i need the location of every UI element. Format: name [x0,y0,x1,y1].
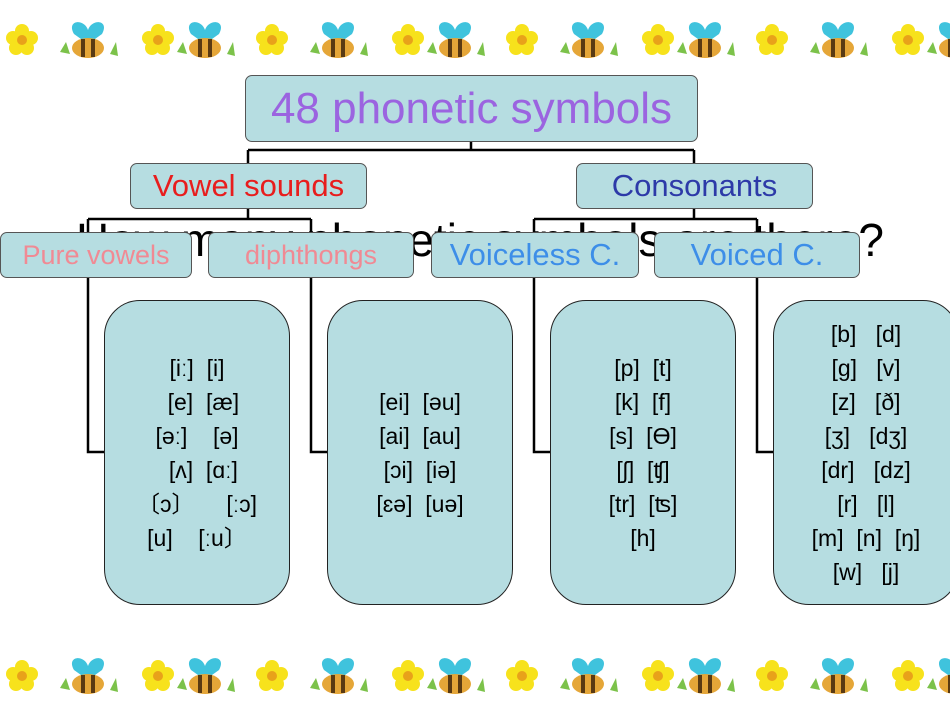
symbol-row: [h] [630,524,656,551]
pure-vowels-symbols-box: [iː] [i] [e] [æ] [əː] [ə] [ʌ] [ɑː] 〔ɔ〕 [… [104,300,290,605]
flower-icon [142,24,174,55]
root-label: 48 phonetic symbols [270,83,673,133]
top-decorative-border [6,22,950,58]
symbol-row: [ɛə] [uə] [376,490,464,517]
voiced-consonants-label: Voiced C. [690,237,824,272]
diphthongs-symbols-box: [ei] [əu] [ai] [au] [ɔi] [iə] [ɛə] [uə] [327,300,513,605]
bee-icon [177,22,235,58]
voiceless-consonants-node: Voiceless C. [431,232,639,278]
symbol-row: [u] [ːu〕 [147,524,247,551]
bottom-decorative-border [6,658,950,694]
voiced-consonants-symbols-box: [b] [d] [g] [v] [z] [ð] [ʒ] [dʒ] [dr] [d… [773,300,950,605]
diphthongs-label: diphthongs [244,239,378,270]
pure-vowels-node: Pure vowels [0,232,192,278]
symbol-row: [ʌ] [ɑː] [156,456,238,483]
vowel-sounds-label: Vowel sounds [152,168,345,203]
symbol-row: [g] [v] [831,354,901,381]
pure-vowels-label: Pure vowels [22,239,170,270]
vowel-sounds-node: Vowel sounds [130,163,367,209]
symbol-row: [əː] [ə] [155,422,239,449]
voiceless-consonants-label: Voiceless C. [449,237,621,272]
symbol-row: [p] [t] [614,354,672,381]
diphthongs-node: diphthongs [208,232,414,278]
symbol-row: [iː] [i] [169,354,225,381]
symbol-row: [w] [j] [832,558,900,585]
consonants-label: Consonants [611,168,778,203]
voiced-consonants-node: Voiced C. [654,232,860,278]
symbol-row: [ʃ] [ʧ] [616,456,670,483]
symbol-row: [ʒ] [dʒ] [824,422,908,449]
symbol-row: [s] [Ɵ] [609,422,677,449]
consonants-node: Consonants [576,163,813,209]
symbol-row: [ei] [əu] [379,388,461,415]
bee-icon [60,22,118,58]
symbol-row: [ɔi] [iə] [383,456,457,483]
symbol-row: [ai] [au] [379,422,461,449]
flower-icon [6,24,38,55]
symbol-row: [k] [f] [614,388,672,415]
symbol-row: [dr] [dz] [821,456,911,483]
symbol-row: [b] [d] [830,320,902,347]
symbol-row: 〔ɔ〕 [ːɔ] [136,490,258,517]
symbol-row: [z] [ð] [831,388,901,415]
root-node: 48 phonetic symbols [245,75,698,142]
voiceless-consonants-symbols-box: [p] [t] [k] [f] [s] [Ɵ] [ʃ] [ʧ] [tr] [ʦ]… [550,300,736,605]
symbol-row: [r] [l] [837,490,895,517]
symbol-row: [e] [æ] [154,388,240,415]
symbol-row: [tr] [ʦ] [608,490,678,517]
symbol-row: [m] [n] [ŋ] [811,524,921,551]
